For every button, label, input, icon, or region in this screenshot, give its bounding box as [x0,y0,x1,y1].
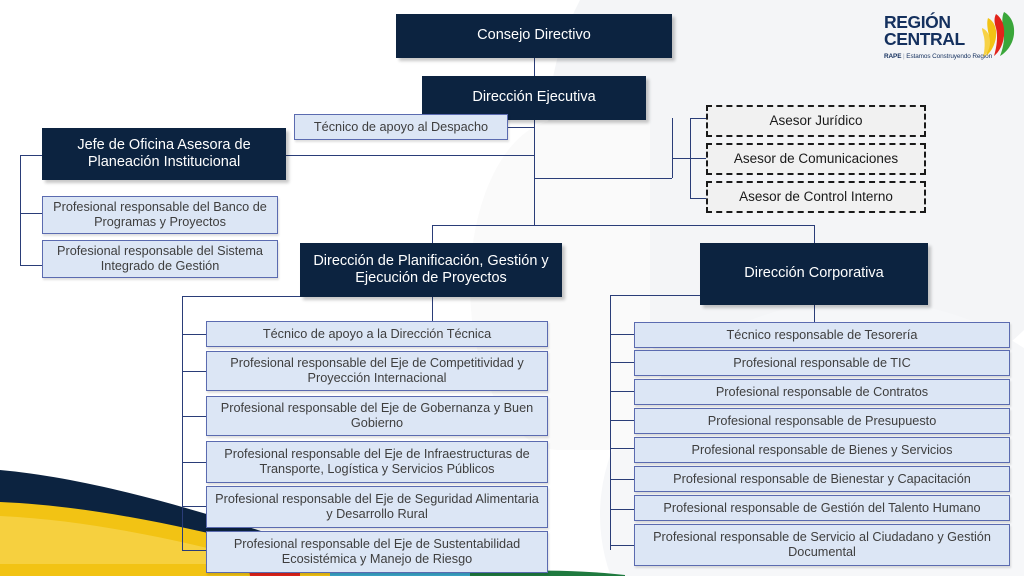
node-planificacion-item-2[interactable]: Profesional responsable del Eje de Gober… [206,396,548,436]
node-corporativa-item-2[interactable]: Profesional responsable de Contratos [634,379,1010,405]
node-corporativa-item-0-label: Técnico responsable de Tesorería [726,327,918,342]
connector-banco-programas [20,213,42,214]
connector-planificacion-item-3 [182,462,206,463]
connector-corporativa-item-1 [610,362,634,363]
connector-planificacion-item-4 [182,506,206,507]
node-asesor-comunicaciones-label: Asesor de Comunicaciones [733,151,899,167]
node-planificacion-item-0-label: Técnico de apoyo a la Dirección Técnica [262,326,492,341]
connector-jefe-top [20,155,42,156]
node-banco-programas-proyectos-label: Profesional responsable del Banco de Pro… [53,200,267,229]
node-jefe-oficina-asesora-label: Jefe de Oficina Asesora de Planeación In… [77,136,251,170]
connector-to-planificacion [432,225,433,243]
connector-direccion-to-asesores [534,178,672,179]
connector-corporativa-item-3 [610,420,634,421]
connector-jefe-bracket [20,155,21,265]
node-asesor-control-interno-label: Asesor de Control Interno [739,189,893,205]
connector-sistema-integrado [20,265,42,266]
node-planificacion-item-4-label: Profesional responsable del Eje de Segur… [215,492,539,521]
node-jefe-oficina-asesora[interactable]: Jefe de Oficina Asesora de Planeación In… [42,128,286,180]
node-planificacion-item-2-label: Profesional responsable del Eje de Gober… [220,401,534,430]
logo-shield-icon [982,12,1015,57]
node-corporativa-item-5[interactable]: Profesional responsable de Bienestar y C… [634,466,1010,492]
connector-corporativa-spine [814,305,815,323]
node-planificacion-item-1-label: Profesional responsable del Eje de Compe… [230,356,524,385]
node-banco-programas-proyectos[interactable]: Profesional responsable del Banco de Pro… [42,196,278,234]
node-asesor-juridico[interactable]: Asesor Jurídico [706,105,926,137]
node-direccion-planificacion[interactable]: Dirección de Planificación, Gestión y Ej… [300,243,562,297]
connector-corporativa-item-4 [610,448,634,449]
connector-corporativa-item-7 [610,545,634,546]
connector-asesores-spine [672,118,673,178]
connector-corporativa-item-2 [610,391,634,392]
node-planificacion-item-4[interactable]: Profesional responsable del Eje de Segur… [206,486,548,528]
connector-corporativa-item-5 [610,479,634,480]
logo-separator: | [903,53,905,60]
node-asesor-control-interno[interactable]: Asesor de Control Interno [706,181,926,213]
logo-line-2: CENTRAL [884,28,965,49]
node-corporativa-item-7-label: Profesional responsable de Servicio al C… [653,530,991,559]
connector-corporativa-item-0 [610,334,634,335]
node-planificacion-item-3[interactable]: Profesional responsable del Eje de Infra… [206,441,548,483]
node-consejo-directivo[interactable]: Consejo Directivo [396,14,672,58]
node-planificacion-item-5-label: Profesional responsable del Eje de Suste… [233,537,521,566]
connector-asesor-comunicaciones [672,158,706,159]
connector-planificacion-item-1 [182,371,206,372]
logo-tagline-text: Estamos Construyendo Región [906,53,993,60]
connector-planificacion-spine [432,297,433,321]
node-planificacion-item-5[interactable]: Profesional responsable del Eje de Suste… [206,531,548,573]
connector-to-corporativa [814,225,815,243]
region-central-logo: REGIÓN CENTRAL RAPE | Estamos Construyen… [884,8,1016,70]
connector-corporativa-item-6 [610,509,634,510]
logo-line-1: REGIÓN [884,12,951,32]
logo-tagline: RAPE | Estamos Construyendo Región [884,53,992,60]
connector-direccion-to-jefe [280,155,535,156]
node-direccion-ejecutiva[interactable]: Dirección Ejecutiva [422,76,646,120]
node-planificacion-item-1[interactable]: Profesional responsable del Eje de Compe… [206,351,548,391]
node-corporativa-item-1[interactable]: Profesional responsable de TIC [634,350,1010,376]
connector-asesor-juridico [690,118,706,119]
connector-planificacion-item-5 [182,550,206,551]
node-direccion-ejecutiva-label: Dirección Ejecutiva [472,89,596,106]
node-asesor-juridico-label: Asesor Jurídico [769,113,863,129]
node-sistema-integrado-gestion[interactable]: Profesional responsable del Sistema Inte… [42,240,278,278]
node-tecnico-apoyo-despacho[interactable]: Técnico de apoyo al Despacho [294,114,508,140]
node-consejo-directivo-label: Consejo Directivo [477,27,591,44]
connector-asesor-control [690,198,706,199]
node-tecnico-apoyo-despacho-label: Técnico de apoyo al Despacho [313,119,489,134]
node-sistema-integrado-gestion-label: Profesional responsable del Sistema Inte… [57,244,263,273]
connector-tecnico-despacho [508,127,534,128]
connector-consejo-to-direccion [534,58,535,76]
node-direccion-corporativa[interactable]: Dirección Corporativa [700,243,928,305]
node-corporativa-item-4[interactable]: Profesional responsable de Bienes y Serv… [634,437,1010,463]
node-direccion-planificacion-label: Dirección de Planificación, Gestión y Ej… [313,252,549,286]
node-corporativa-item-2-label: Profesional responsable de Contratos [715,384,929,399]
connector-planificacion-bracket [182,296,183,550]
connector-planificacion-item-2 [182,416,206,417]
node-corporativa-item-5-label: Profesional responsable de Bienestar y C… [673,471,971,486]
logo-wordmark: REGIÓN CENTRAL [884,12,976,49]
node-corporativa-item-3-label: Profesional responsable de Presupuesto [707,413,937,428]
node-corporativa-item-4-label: Profesional responsable de Bienes y Serv… [691,442,953,457]
node-planificacion-item-0[interactable]: Técnico de apoyo a la Dirección Técnica [206,321,548,347]
node-asesor-comunicaciones[interactable]: Asesor de Comunicaciones [706,143,926,175]
connector-direccion-spine [534,120,535,225]
connector-corporativa-bracket [610,295,611,550]
node-corporativa-item-6-label: Profesional responsable de Gestión del T… [663,500,981,515]
node-corporativa-item-6[interactable]: Profesional responsable de Gestión del T… [634,495,1010,521]
connector-direcciones-split [432,225,814,226]
connector-planificacion-item-0 [182,334,206,335]
node-planificacion-item-3-label: Profesional responsable del Eje de Infra… [224,447,530,476]
connector-asesores-bracket [690,118,691,198]
node-direccion-corporativa-label: Dirección Corporativa [744,265,884,282]
node-corporativa-item-0[interactable]: Técnico responsable de Tesorería [634,322,1010,348]
node-corporativa-item-3[interactable]: Profesional responsable de Presupuesto [634,408,1010,434]
logo-acronym: RAPE [884,53,902,60]
node-corporativa-item-1-label: Profesional responsable de TIC [733,355,911,370]
node-corporativa-item-7[interactable]: Profesional responsable de Servicio al C… [634,524,1010,566]
